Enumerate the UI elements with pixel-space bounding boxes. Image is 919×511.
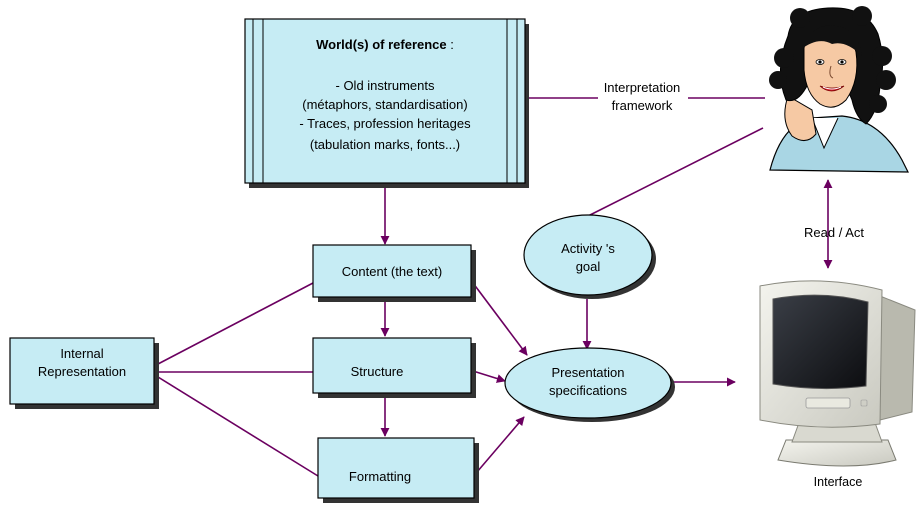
world-line-2: (métaphors, standardisation): [302, 97, 467, 112]
crt-monitor-icon: [759, 280, 916, 467]
edge-internal-to-content: [157, 282, 314, 365]
activity-goal-ellipse: Activity 's goal: [523, 214, 656, 299]
edge-goal-to-person: [587, 127, 764, 217]
goal-line-2: goal: [576, 259, 601, 274]
content-label: Content (the text): [342, 264, 442, 279]
spec-line-1: Presentation: [552, 365, 625, 380]
spec-line-2: specifications: [549, 383, 628, 398]
internal-line-1: Internal: [60, 346, 103, 361]
woman-illustration-icon: [769, 6, 909, 173]
world-line-3: - Traces, profession heritages: [299, 116, 471, 131]
edge-content-to-spec: [472, 282, 528, 356]
structure-label: Structure: [351, 364, 404, 379]
interp-label-line-1: Interpretation: [604, 80, 681, 95]
interp-label-line-2: framework: [612, 98, 673, 113]
internal-representation-box: Internal Representation: [9, 337, 159, 409]
interface-label: Interface: [814, 475, 863, 489]
presentation-spec-ellipse: Presentation specifications: [504, 347, 675, 422]
world-title-suffix: :: [447, 37, 454, 52]
edges: [157, 97, 833, 477]
world-line-4: (tabulation marks, fonts...): [310, 137, 460, 152]
formatting-label: Formatting: [349, 469, 411, 484]
structure-box: Structure: [312, 337, 476, 398]
edge-structure-to-spec: [472, 370, 506, 383]
edge-formatting-to-spec: [476, 416, 525, 473]
content-box: Content (the text): [312, 244, 476, 302]
world-line-1: - Old instruments: [336, 78, 435, 93]
read-act-label: Read / Act: [804, 225, 864, 240]
formatting-box: Formatting: [317, 437, 479, 503]
internal-line-2: Representation: [38, 364, 126, 379]
world-title-text: World(s) of reference :: [316, 37, 454, 52]
world-title: World(s) of reference: [316, 37, 447, 52]
world-of-reference-box: World(s) of reference : - Old instrument…: [244, 18, 529, 188]
edge-internal-to-formatting: [157, 376, 319, 477]
goal-line-1: Activity 's: [561, 241, 615, 256]
